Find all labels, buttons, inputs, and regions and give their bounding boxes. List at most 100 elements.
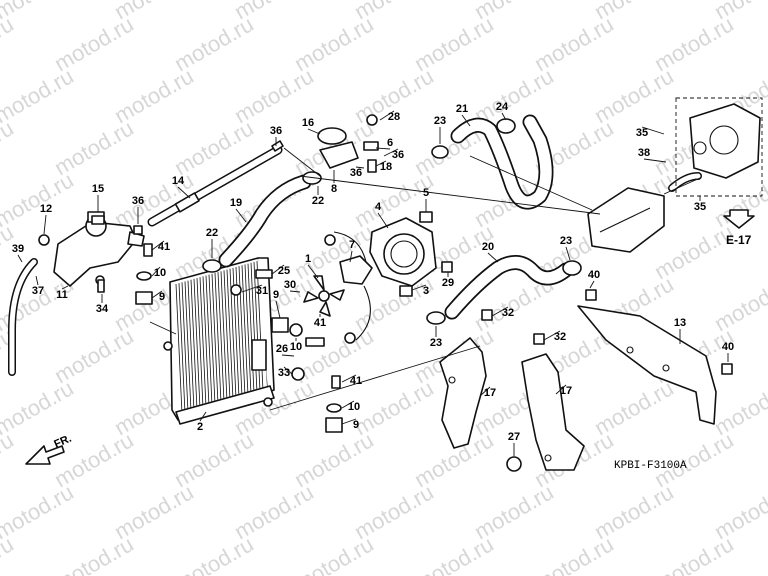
callout-number: 7 (349, 239, 355, 251)
callout-number: 32 (502, 307, 514, 319)
callout-number: 26 (276, 343, 288, 355)
radiator-fin (202, 276, 210, 407)
callout-number: 39 (12, 243, 24, 255)
leader-line (289, 290, 301, 293)
leader-line (341, 418, 357, 425)
front-direction-arrow: FR. (25, 433, 73, 465)
leader-lines (17, 110, 729, 456)
leader-line (241, 284, 263, 293)
leader-line (235, 208, 247, 223)
callout-number: 12 (40, 203, 52, 215)
leader-line (379, 110, 395, 121)
leader-line (151, 240, 165, 251)
leader-line (375, 147, 391, 150)
leader-line (641, 126, 665, 135)
callout-number: 35 (636, 127, 648, 139)
radiator-fin (211, 273, 219, 404)
radiator-fin (223, 270, 231, 401)
callout-number: 22 (206, 227, 218, 239)
radiator-fin (226, 269, 234, 400)
hose-clamps (202, 118, 582, 325)
radiator-fin (208, 274, 216, 405)
radiator-fin (217, 272, 225, 403)
callout-number: 36 (132, 195, 144, 207)
watermark-text: motod.ru (0, 375, 78, 440)
leader-line (383, 148, 399, 157)
assembly-guide-line (269, 345, 481, 411)
reference-arrow: E-17 (723, 209, 755, 247)
diagram-code: KPBI-F3100A (614, 460, 687, 472)
callout-number: 31 (256, 285, 268, 297)
leader-line (17, 254, 23, 263)
callout-number: 27 (508, 431, 520, 443)
callout-number: 4 (375, 201, 382, 213)
watermark-text: motod.ru (530, 531, 618, 576)
radiator-fin (178, 283, 186, 414)
radiator-fin (187, 280, 195, 411)
callout-number: 22 (312, 195, 324, 207)
callout-number: 33 (278, 367, 290, 379)
watermark-text: motod.ru (0, 167, 78, 232)
watermark-text: motod.ru (0, 0, 78, 24)
callout-number: 35 (694, 201, 706, 213)
callout-number: 9 (273, 289, 279, 301)
radiator-fin (241, 265, 249, 396)
leader-line (341, 400, 355, 409)
leader-line (543, 330, 561, 341)
direction-label: FR. (52, 433, 73, 451)
leader-line (589, 280, 595, 289)
callout-number: 23 (430, 337, 442, 349)
callout-number: 18 (380, 161, 392, 173)
leader-line (307, 128, 321, 135)
callout-number: 14 (172, 175, 185, 187)
callout-number: 21 (456, 103, 468, 115)
leader-line (479, 386, 491, 397)
radiator-fin (199, 277, 207, 408)
watermark-text: motod.ru (170, 531, 258, 576)
callout-number: 23 (434, 115, 446, 127)
callout-number: 38 (638, 147, 650, 159)
callout-number: 20 (482, 241, 494, 253)
watermark-text: motod.ru (0, 11, 18, 76)
watermark-text: motod.ru (0, 63, 78, 128)
watermark-text: motod.ru (290, 531, 378, 576)
leader-line (283, 366, 293, 375)
watermark-text: motod.ru (0, 115, 18, 180)
brackets (439, 337, 585, 471)
callout-number: 41 (314, 317, 326, 329)
callout-number: 17 (560, 385, 572, 397)
water-pipe (147, 140, 284, 227)
callout-number: 36 (350, 167, 362, 179)
callout-number: 41 (350, 375, 362, 387)
leader-line (271, 264, 285, 275)
assembly-guide-line (469, 155, 593, 211)
leader-line (375, 160, 387, 167)
assembly-guide-line (149, 321, 177, 335)
callout-number: 29 (442, 277, 454, 289)
callout-number: 1 (305, 253, 311, 265)
callout-number: 28 (388, 111, 400, 123)
fan-assembly (303, 217, 437, 344)
radiator-fin (196, 278, 204, 409)
radiator-fin (250, 262, 258, 393)
assembly-guide-line (283, 147, 321, 177)
leader-line (411, 284, 427, 291)
leader-line (565, 246, 571, 261)
callout-number: 6 (387, 137, 393, 149)
callout-number: 9 (159, 291, 165, 303)
radiator-fin (175, 283, 183, 415)
callout-number: 10 (348, 401, 360, 413)
assembly-guide-line (299, 175, 601, 215)
frame-cover (577, 305, 717, 425)
watermark-text: motod.ru (0, 531, 18, 576)
leader-line (177, 186, 191, 199)
radiator (163, 257, 275, 425)
callout-number: 8 (331, 183, 337, 195)
callout-number: 30 (284, 279, 296, 291)
assembly-guide-line (663, 177, 701, 195)
callout-number: 9 (353, 419, 359, 431)
leader-line (461, 114, 471, 127)
